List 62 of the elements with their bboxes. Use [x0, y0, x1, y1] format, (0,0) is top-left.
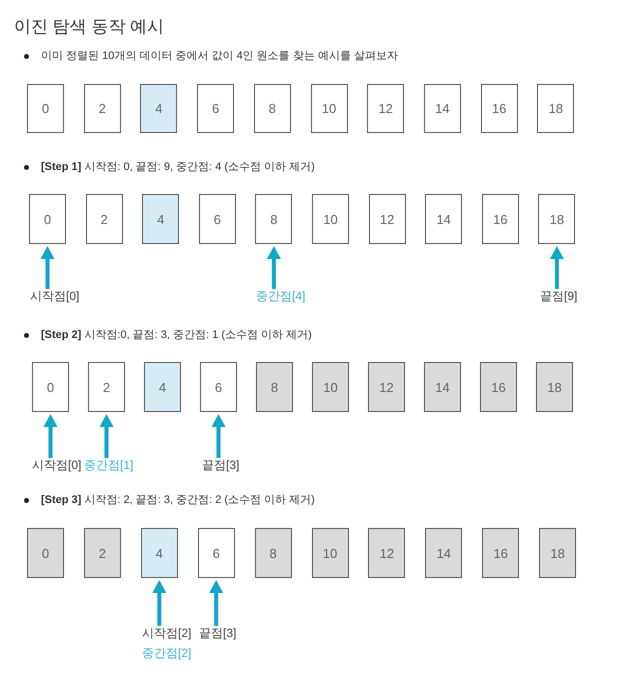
- array-cell: 8: [256, 362, 293, 412]
- pointer-arrow: [40, 246, 54, 289]
- pointer-arrow: [266, 246, 281, 289]
- array-cell: 4: [142, 194, 180, 244]
- array-cell: 10: [312, 362, 349, 412]
- array-cell: 2: [84, 528, 121, 578]
- array-cell: 6: [197, 84, 234, 133]
- array-cell: 0: [29, 194, 66, 244]
- array-cell: 6: [198, 528, 235, 578]
- pointer-label: 시작점[0]: [30, 289, 80, 303]
- array-cell: 8: [255, 194, 292, 244]
- pointer-arrow: [100, 414, 114, 458]
- pointer-arrow: [212, 414, 226, 458]
- array-cell: 16: [482, 194, 519, 244]
- array-cell: 16: [480, 362, 517, 412]
- array-cell: 8: [254, 84, 291, 133]
- array-cell: 18: [538, 194, 576, 244]
- array-cell: 14: [424, 362, 461, 412]
- pointer-arrow: [152, 580, 166, 626]
- array-cell: 16: [482, 528, 520, 578]
- array-cell: 18: [536, 362, 573, 412]
- array-cell: 12: [367, 84, 404, 133]
- pointer-arrow: [550, 246, 564, 289]
- array-cell: 2: [88, 362, 125, 412]
- array-cell: 14: [425, 528, 462, 578]
- pointer-arrow: [44, 414, 58, 458]
- array-cell: 16: [480, 84, 518, 133]
- pointer-label: 중간점[1]: [84, 458, 134, 472]
- list-item-text: 이미 정렬된 10개의 데이터 중에서 값이 4인 원소를 찾는 예시를 살펴보자: [41, 49, 398, 63]
- array-cell: 14: [425, 194, 462, 244]
- list-item-text: [Step 3] 시작점: 2, 끝점: 3, 중간점: 2 (소수점 이하 제거): [41, 493, 315, 507]
- pointer-label: 중간점[2]: [142, 646, 192, 660]
- array-cell: 4: [144, 362, 181, 412]
- list-item-text: [Step 1] 시작점: 0, 끝점: 9, 중간점: 4 (소수점 이하 제거): [41, 160, 315, 174]
- array-cell: 10: [312, 528, 348, 578]
- array-cell: 12: [368, 194, 406, 244]
- array-cell: 12: [368, 528, 406, 578]
- array-cell: 14: [424, 84, 461, 133]
- array-cell: 18: [537, 84, 574, 133]
- list-item-text: [Step 2] 시작점:0, 끝점: 3, 중간점: 1 (소수점 이하 제거): [41, 328, 312, 342]
- array-cell: 2: [86, 194, 123, 244]
- array-cell: 8: [254, 528, 292, 578]
- array-cell: 0: [32, 362, 69, 412]
- array-cell: 10: [312, 194, 349, 244]
- pointer-label: 중간점[4]: [256, 289, 306, 303]
- array-cell: 4: [140, 528, 178, 578]
- pointer-label: 끝점[3]: [199, 626, 236, 640]
- array-cell: 0: [27, 84, 64, 133]
- array-cell: 6: [200, 362, 237, 412]
- pointer-label: 끝점[9]: [540, 289, 578, 303]
- array-cell: 6: [198, 194, 236, 244]
- pointer-label: 끝점[3]: [202, 458, 240, 472]
- array-cell: 12: [368, 362, 405, 412]
- array-cell: 2: [84, 84, 121, 133]
- array-cell: 0: [27, 528, 64, 578]
- pointer-label: 시작점[2]: [142, 626, 192, 640]
- pointer-label: 시작점[0]: [32, 458, 82, 472]
- array-cell: 10: [310, 84, 348, 133]
- array-cell: 4: [140, 84, 178, 133]
- heading: 이진 탐색 동작 예시: [14, 16, 164, 37]
- pointer-arrow: [209, 580, 224, 626]
- array-cell: 18: [539, 528, 576, 578]
